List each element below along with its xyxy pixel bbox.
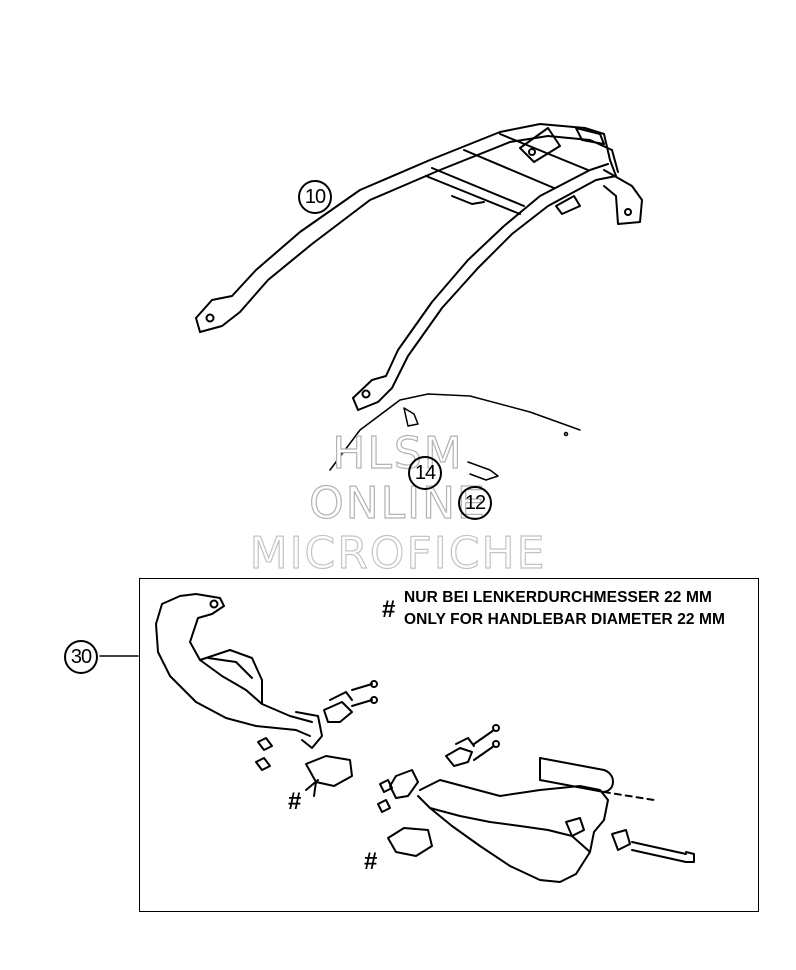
handguard-kit-frame bbox=[139, 578, 759, 912]
hash-marker-right: # bbox=[364, 848, 378, 875]
right-handguard bbox=[377, 724, 695, 883]
watermark-line-1: HLSM bbox=[332, 427, 464, 479]
note-german: NUR BEI LENKERDURCHMESSER 22 MM bbox=[404, 589, 712, 606]
note-hash-symbol: # bbox=[382, 596, 396, 623]
callout-10: 10 bbox=[298, 180, 332, 214]
watermark-line-2: ONLINE bbox=[309, 477, 487, 529]
callout-14: 14 bbox=[408, 456, 442, 490]
note-english: ONLY FOR HANDLEBAR DIAMETER 22 MM bbox=[404, 611, 726, 628]
luggage-rack bbox=[195, 123, 643, 411]
callout-12: 12 bbox=[458, 486, 492, 520]
left-handguard bbox=[155, 593, 378, 797]
rear-fender-outline bbox=[329, 393, 581, 481]
hash-marker-left: # bbox=[288, 788, 302, 815]
callout-30: 30 bbox=[64, 640, 98, 674]
watermark-line-3: MICROFICHE bbox=[249, 527, 547, 579]
